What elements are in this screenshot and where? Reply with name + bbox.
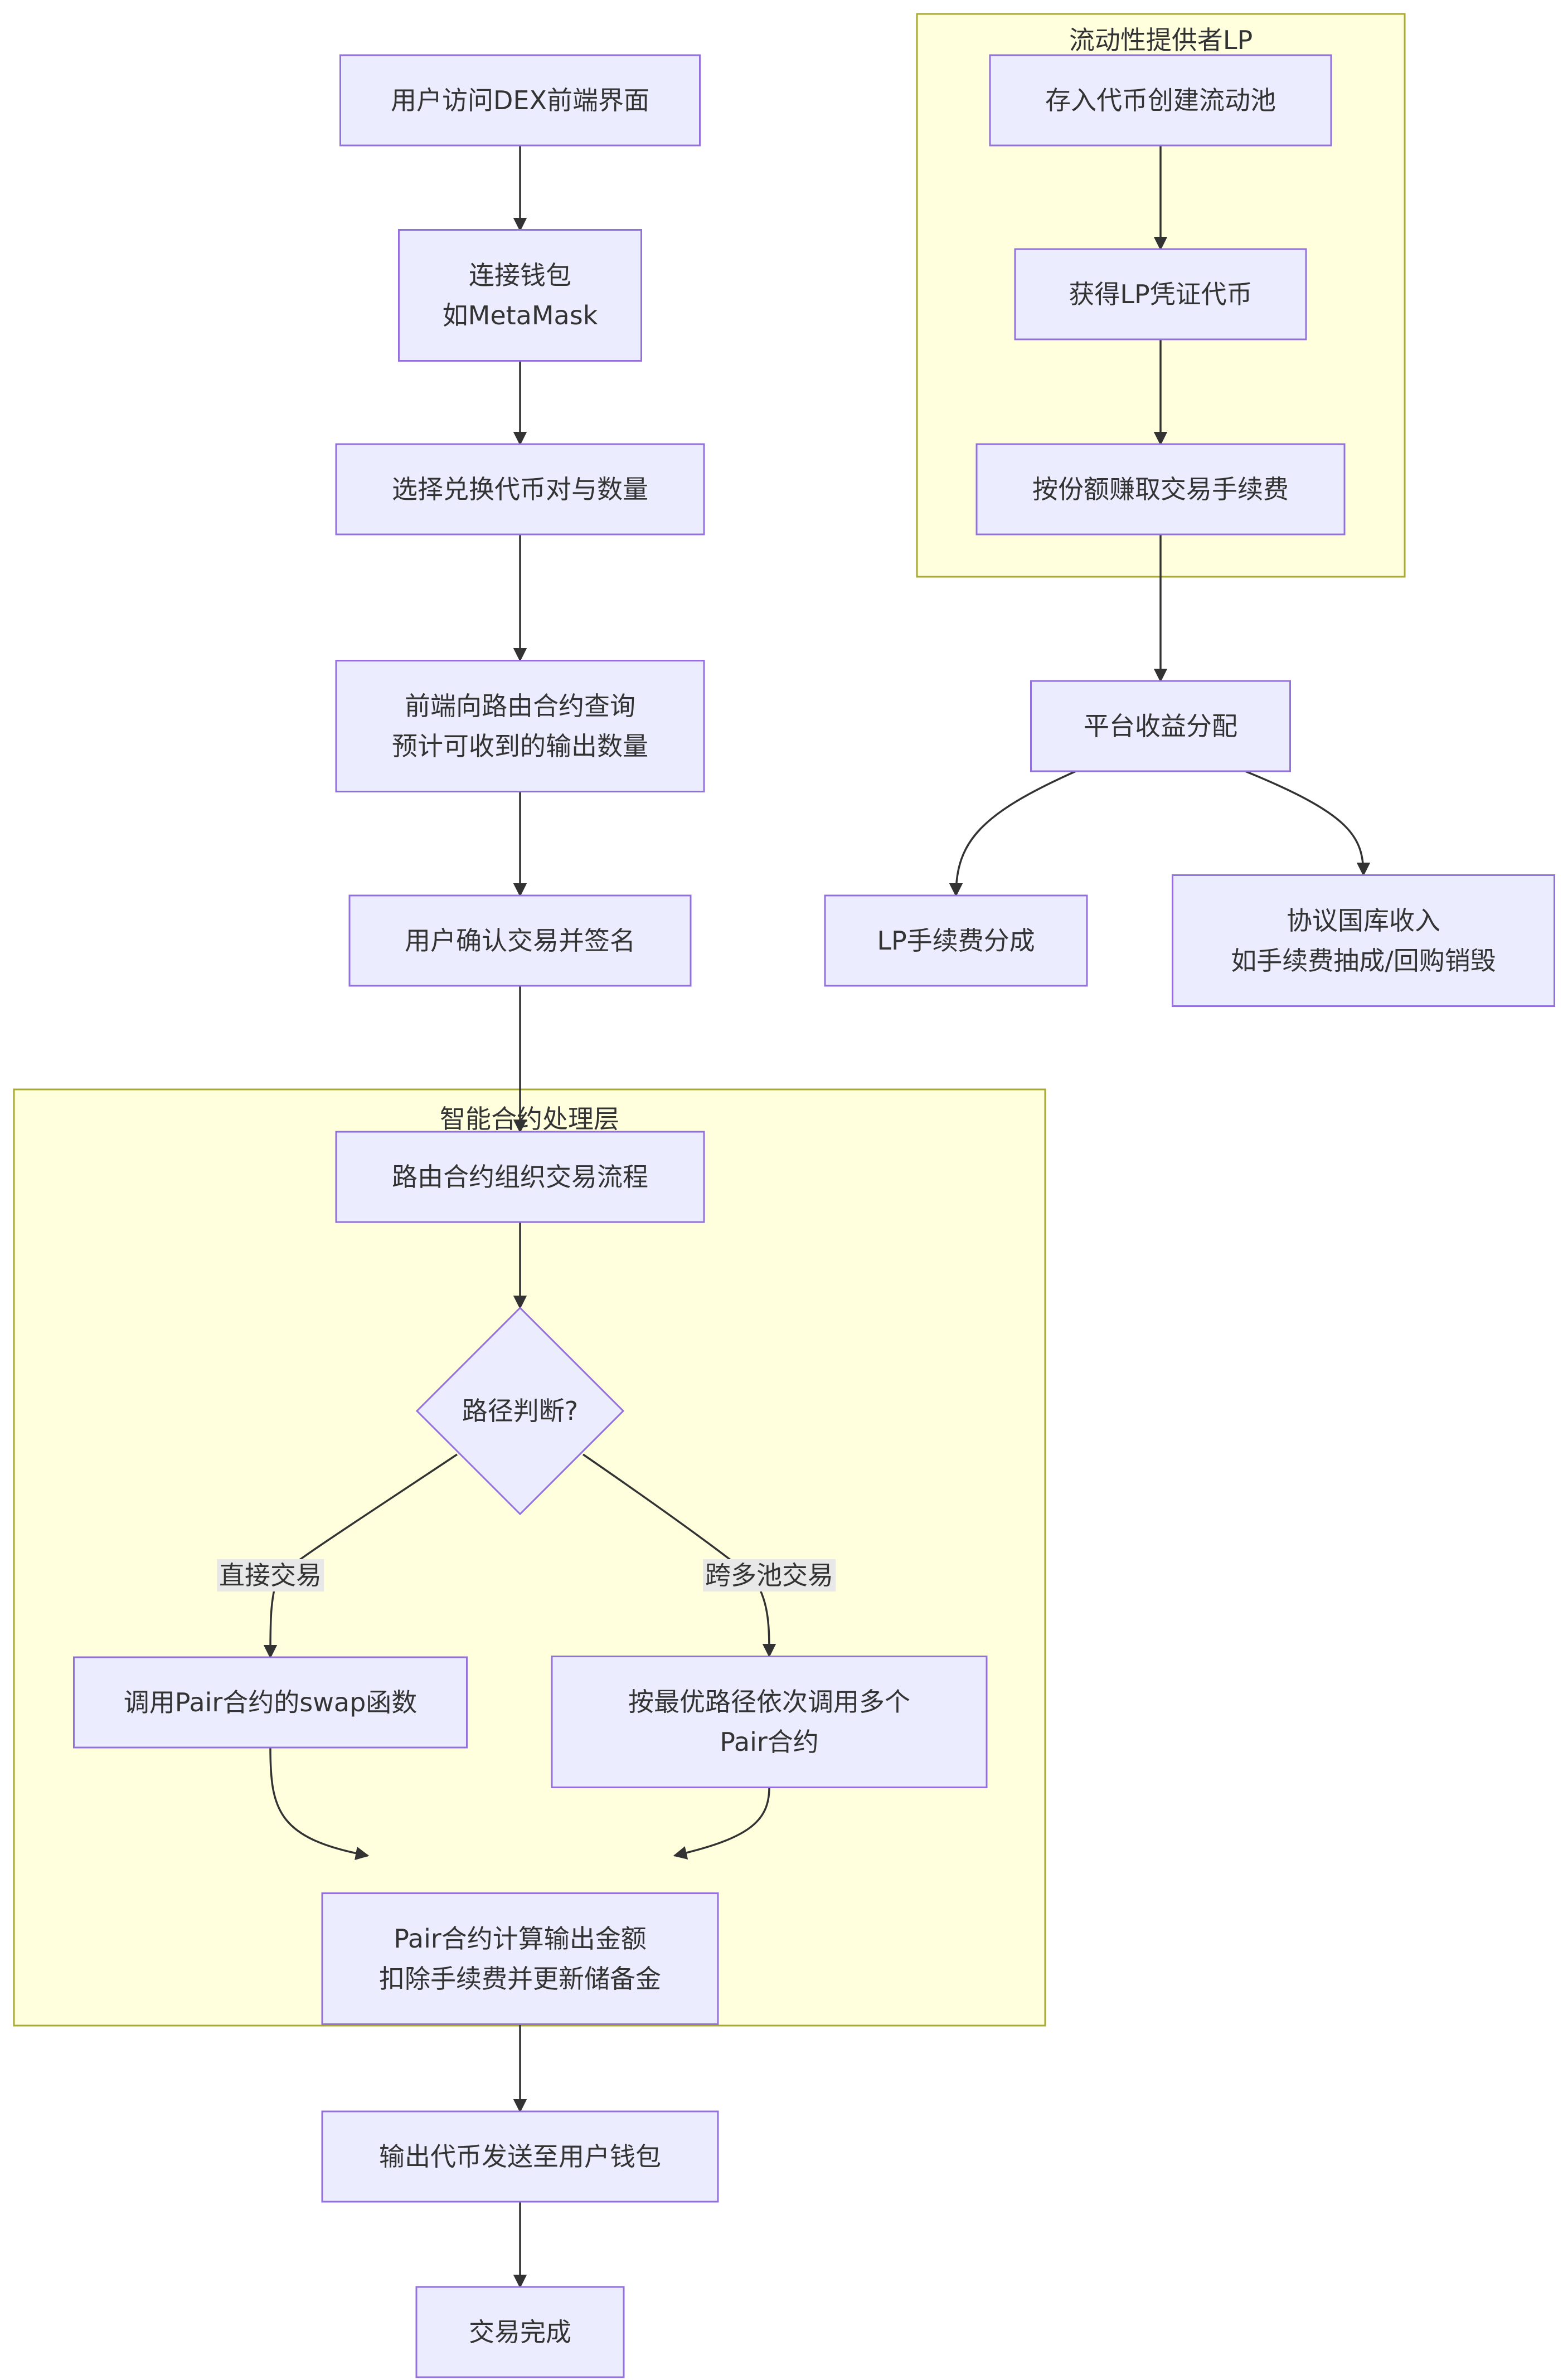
- process-box: [335, 1131, 705, 1223]
- edge-label-text: 直接交易: [219, 1560, 322, 1590]
- node-label: 前端向路由合约查询: [405, 691, 635, 721]
- node-label: 如MetaMask: [443, 300, 598, 330]
- process-box: [348, 894, 692, 987]
- node-label: 平台收益分配: [1084, 711, 1237, 741]
- node-n12: 交易完成: [415, 2286, 625, 2378]
- node-label: 按份额赚取交易手续费: [1032, 474, 1289, 504]
- node-n3: 选择兑换代币对与数量: [335, 443, 705, 536]
- edge-n8-to-n10: [269, 1747, 370, 1860]
- process-box: [321, 2110, 719, 2203]
- node-n6: 路由合约组织交易流程: [335, 1131, 705, 1223]
- edge-p1-to-p2: [949, 770, 1076, 897]
- edge-label-e8: 跨多池交易: [703, 1559, 836, 1591]
- node-p1: 平台收益分配: [1030, 680, 1291, 772]
- process-box: [551, 1656, 988, 1788]
- node-label: 协议国库收入: [1287, 906, 1440, 936]
- process-box: [975, 443, 1346, 536]
- process-box: [989, 54, 1332, 147]
- node-lp2: 获得LP凭证代币: [1014, 248, 1307, 340]
- process-box: [335, 443, 705, 536]
- edge-p1-to-p3: [1245, 770, 1371, 877]
- process-box: [73, 1656, 468, 1749]
- process-box: [339, 54, 701, 147]
- node-label: 调用Pair合约的swap函数: [124, 1687, 418, 1717]
- node-n9: 按最优路径依次调用多个 Pair合约: [551, 1656, 988, 1788]
- node-label: 输出代币发送至用户钱包: [379, 2141, 661, 2172]
- process-box: [335, 660, 705, 792]
- process-box: [1014, 248, 1307, 340]
- edge-label-e7: 直接交易: [217, 1559, 324, 1591]
- node-label: 路由合约组织交易流程: [392, 1162, 648, 1192]
- process-box: [1172, 874, 1555, 1007]
- process-box: [1030, 680, 1291, 772]
- node-n8: 调用Pair合约的swap函数: [73, 1656, 468, 1749]
- process-box: [398, 229, 642, 362]
- node-n7: 路径判断?: [415, 1306, 625, 1516]
- node-label: 存入代币创建流动池: [1045, 85, 1276, 115]
- node-p2: LP手续费分成: [824, 894, 1088, 987]
- node-n1: 用户访问DEX前端界面: [339, 54, 701, 147]
- node-label: Pair合约计算输出金额: [394, 1924, 647, 1954]
- subgraph-box: [13, 1088, 1046, 2027]
- decision-diamond: [415, 1306, 625, 1516]
- node-label: 获得LP凭证代币: [1069, 279, 1252, 309]
- node-label: 按最优路径依次调用多个: [628, 1687, 910, 1717]
- node-label: 用户确认交易并签名: [405, 926, 635, 956]
- process-box: [321, 1892, 719, 2025]
- node-lp3: 按份额赚取交易手续费: [975, 443, 1346, 536]
- edge-label-text: 跨多池交易: [705, 1560, 833, 1590]
- subgraph-contract: 智能合约处理层: [13, 1088, 1046, 2027]
- node-label: 路径判断?: [462, 1396, 578, 1426]
- node-label: 用户访问DEX前端界面: [391, 85, 649, 115]
- node-label: 如手续费抽成/回购销毁: [1231, 946, 1496, 976]
- edge-label-background: [217, 1559, 324, 1591]
- node-n5: 用户确认交易并签名: [348, 894, 692, 987]
- node-label: 连接钱包: [469, 260, 571, 290]
- process-box: [415, 2286, 625, 2378]
- node-label: 选择兑换代币对与数量: [392, 474, 648, 504]
- node-label: Pair合约: [720, 1727, 819, 1757]
- node-label: 交易完成: [469, 2317, 571, 2347]
- node-label: 扣除手续费并更新储备金: [379, 1964, 661, 1994]
- node-lp1: 存入代币创建流动池: [989, 54, 1332, 147]
- node-label: LP手续费分成: [877, 926, 1035, 956]
- node-label: 预计可收到的输出数量: [392, 731, 648, 761]
- edge-n9-to-n10: [673, 1787, 770, 1860]
- edge-label-background: [703, 1559, 836, 1591]
- subgraph-title: 智能合约处理层: [440, 1104, 619, 1134]
- subgraph-title: 流动性提供者LP: [1069, 25, 1253, 55]
- node-n11: 输出代币发送至用户钱包: [321, 2110, 719, 2203]
- process-box: [824, 894, 1088, 987]
